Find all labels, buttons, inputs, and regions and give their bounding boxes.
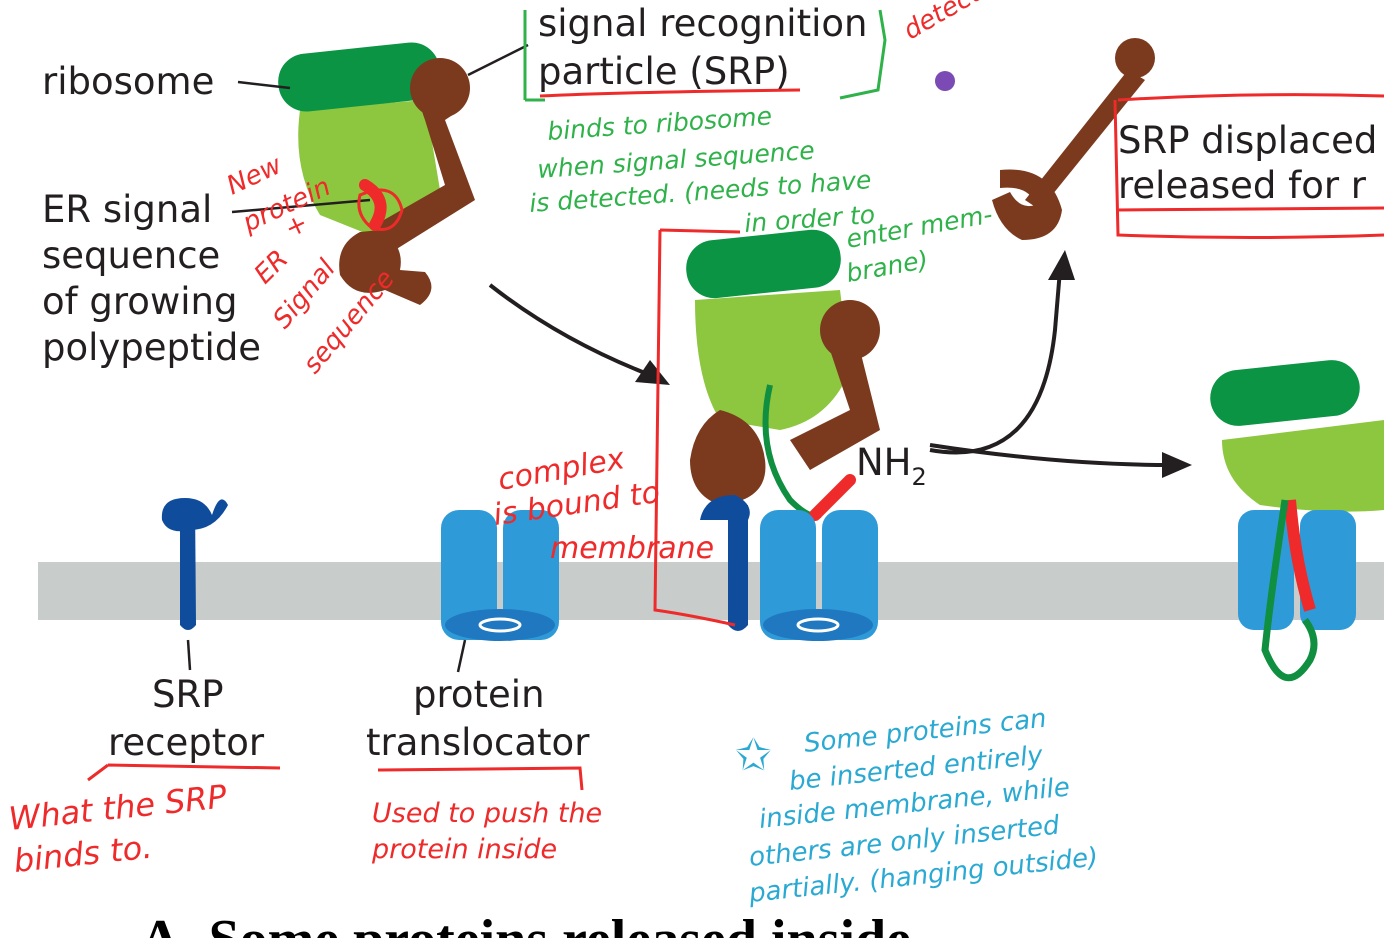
svg-text:protein inside: protein inside <box>371 834 557 865</box>
er-signal-label-4: polypeptide <box>42 326 261 369</box>
process-arrows <box>488 269 1171 467</box>
arrow-head-3 <box>1162 452 1192 478</box>
srp-receptor-label-1: SRP <box>152 673 224 716</box>
srp-receptor-bound <box>700 495 750 631</box>
er-membrane <box>38 562 1384 620</box>
svg-text:Used to push the: Used to push the <box>372 798 602 829</box>
protein-translocator-bound <box>760 510 878 641</box>
svg-text:binds to ribosome: binds to ribosome <box>546 101 772 146</box>
srp-label-line1: signal recognition <box>538 2 867 45</box>
annotation-used-to-push: Used to push the protein inside <box>371 798 602 865</box>
srp-receptor-label-2: receptor <box>108 721 265 764</box>
srp-receptor-free <box>161 498 228 630</box>
ribosome-translocating <box>1210 360 1384 682</box>
translocator-label-1: protein <box>413 673 545 716</box>
leader-lines <box>186 43 529 673</box>
svg-text:ER: ER <box>249 244 295 290</box>
svg-text:membrane: membrane <box>550 531 714 566</box>
annotation-detect-fragment: detect <box>899 0 987 46</box>
ribosome-srp-complex-1 <box>278 42 475 305</box>
footer-title: A. Some proteins released inside <box>140 909 911 938</box>
annotation-some-proteins: ✩ Some proteins can be inserted entirely… <box>735 704 1100 909</box>
translocator-label-2: translocator <box>366 721 590 764</box>
er-signal-label-2: sequence <box>42 234 220 277</box>
arrow-head-2 <box>1048 250 1075 280</box>
star-mark: ✩ <box>735 730 772 781</box>
nh2-label: NH2 <box>856 441 927 491</box>
ribosome-srp-complex-2 <box>686 229 880 521</box>
ribosome-label: ribosome <box>42 60 214 103</box>
annotation-what-srp-binds: What the SRP binds to. <box>7 777 229 880</box>
srp-label-line2: particle (SRP) <box>538 50 790 93</box>
srp-displaced-label-2: released for r <box>1118 164 1367 207</box>
handwritten-marks <box>87 9 1384 791</box>
srp-displaced-label-1: SRP displaced <box>1118 119 1377 162</box>
purple-dot <box>935 71 955 91</box>
protein-translocator-free <box>441 510 559 641</box>
er-signal-label-3: of growing <box>42 280 237 323</box>
svg-text:What the SRP: What the SRP <box>7 777 229 838</box>
er-signal-label-1: ER signal <box>42 188 212 231</box>
arrow-head-1 <box>635 360 670 385</box>
